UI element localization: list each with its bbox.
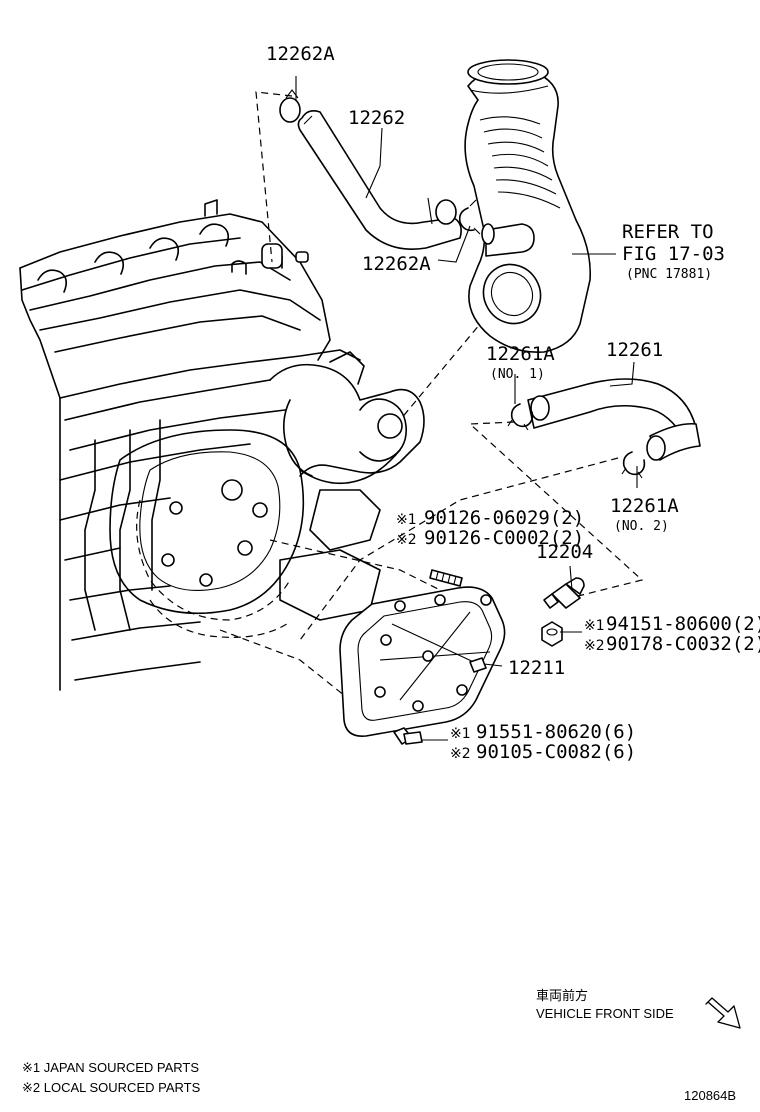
leader-lines — [295, 76, 638, 741]
mark-1-nut: ※1 — [584, 618, 605, 634]
label-bolt-japan: 91551-80620(6) — [476, 721, 636, 743]
stud-bolt — [429, 569, 463, 587]
air-intake-hose — [464, 59, 592, 353]
reference-lines — [219, 91, 644, 701]
nut — [541, 621, 563, 647]
clip-12262A-mid — [458, 199, 481, 235]
mark-1-stud: ※1 — [396, 512, 417, 528]
hose-12262 — [279, 89, 462, 250]
direction-label-en: VEHICLE FRONT SIDE — [536, 1006, 674, 1021]
label-12262A-mid: 12262A — [362, 253, 431, 275]
sensor-12204 — [543, 577, 585, 609]
label-12261A-top-note: (NO. 1) — [490, 367, 545, 382]
direction-label-jp: 車両前方 — [536, 988, 588, 1003]
label-12262: 12262 — [348, 107, 405, 129]
mark-1-bolt: ※1 — [450, 726, 471, 742]
label-stud-local: 90126-C0002(2) — [424, 527, 584, 549]
diagonal-arrow-icon — [705, 997, 741, 1029]
label-nut-local: 90178-C0032(2) — [606, 633, 760, 655]
engine-block-illustration — [19, 199, 425, 691]
mark-2-bolt: ※2 — [450, 746, 471, 762]
label-stud-japan: 90126-06029(2) — [424, 507, 584, 529]
label-12261: 12261 — [606, 339, 663, 361]
legend-local-sourced: ※2 LOCAL SOURCED PARTS — [22, 1080, 201, 1095]
legend: ※1 JAPAN SOURCED PARTS ※2 LOCAL SOURCED … — [22, 1060, 201, 1095]
label-12211: 12211 — [508, 657, 565, 679]
legend-japan-sourced: ※1 JAPAN SOURCED PARTS — [22, 1060, 199, 1075]
part-labels: 12262A 12262 12262A REFER TO FIG 17-03 (… — [266, 43, 760, 763]
label-nut-japan: 94151-80600(2) — [606, 613, 760, 635]
label-12262A-top: 12262A — [266, 43, 335, 65]
label-12261A-top: 12261A — [486, 343, 555, 365]
label-12261A-bottom-note: (NO. 2) — [614, 519, 669, 534]
mark-2-stud: ※2 — [396, 532, 417, 548]
label-12261A-bottom: 12261A — [610, 495, 679, 517]
label-pnc-ref: (PNC 17881) — [626, 267, 712, 282]
label-refer-to: REFER TO — [622, 221, 714, 243]
mark-2-nut: ※2 — [584, 638, 605, 654]
label-fig-ref: FIG 17-03 — [622, 243, 725, 265]
cover-12211 — [339, 586, 506, 737]
figure-id: 120864B — [684, 1088, 736, 1103]
label-bolt-local: 90105-C0082(6) — [476, 741, 636, 763]
direction-indicator: 車両前方 VEHICLE FRONT SIDE — [536, 988, 741, 1029]
label-12204: 12204 — [536, 541, 593, 563]
bolt — [393, 727, 423, 745]
hose-12261 — [507, 378, 701, 479]
